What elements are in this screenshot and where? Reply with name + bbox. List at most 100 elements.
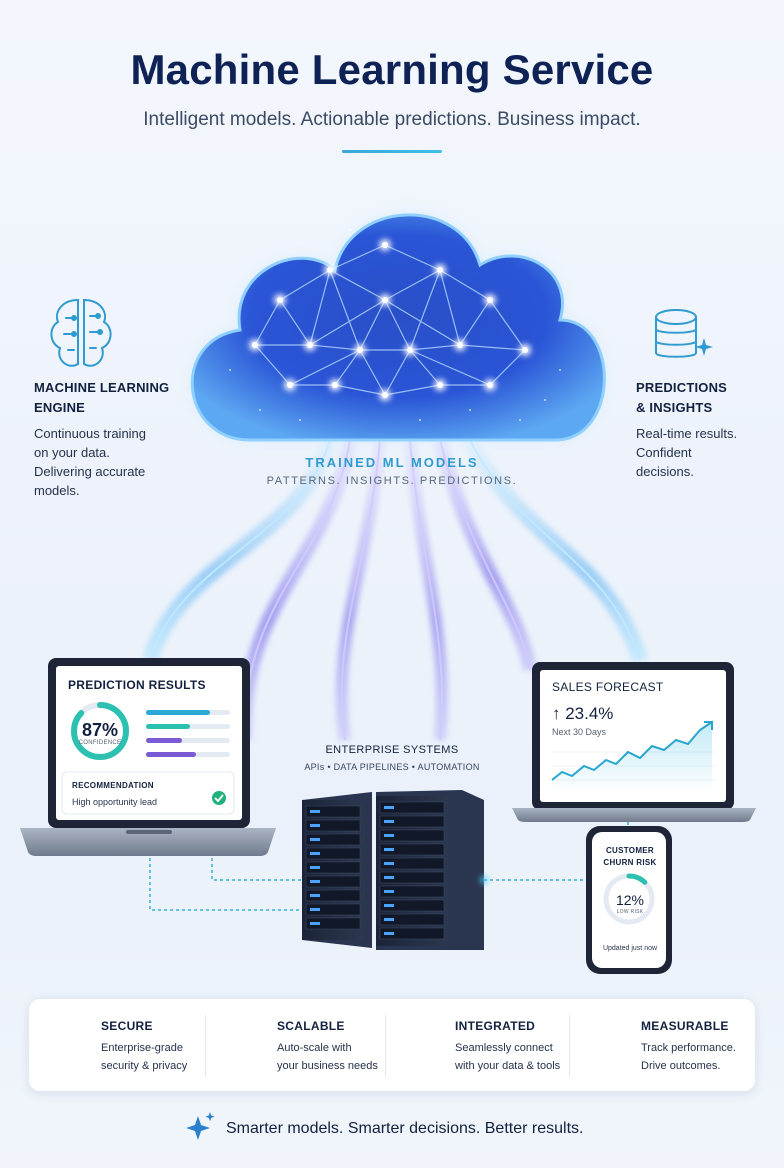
footer-tagline: Smarter models. Smarter decisions. Bette… — [226, 1120, 584, 1137]
cloud-subtitle: PATTERNS. INSIGHTS. PREDICTIONS. — [266, 475, 518, 487]
feature-text-line: Track performance. — [641, 1042, 736, 1054]
feature-integrated: INTEGRATED Seamlessly connect with your … — [387, 999, 569, 1093]
feature-text-line: Auto-scale with — [277, 1042, 352, 1054]
server-led — [310, 908, 320, 911]
server-led — [384, 932, 394, 935]
prediction-results-title: PREDICTION RESULTS — [68, 678, 206, 692]
recommendation-title: RECOMMENDATION — [72, 781, 154, 790]
predictions-text-line: decisions. — [636, 464, 694, 479]
confidence-gauge — [71, 702, 129, 760]
enterprise-title: ENTERPRISE SYSTEMS — [325, 744, 459, 756]
server-slot — [305, 819, 361, 832]
server-led — [310, 880, 320, 883]
enterprise-subtitle: APIs • DATA PIPELINES • AUTOMATION — [304, 762, 480, 772]
ml-engine-title-line2: ENGINE — [34, 400, 86, 415]
server-slot — [379, 829, 445, 842]
server-led — [310, 824, 320, 827]
ml-engine-panel: MACHINE LEARNING ENGINE Continuous train… — [34, 378, 184, 500]
brain-circuit-icon — [50, 298, 112, 367]
feature-title: SCALABLE — [277, 1019, 345, 1033]
dashed-connectors — [149, 822, 629, 911]
churn-title-line2: CHURN RISK — [603, 858, 657, 867]
feature-secure: SECURE Enterprise-grade security & priva… — [29, 999, 207, 1093]
server-slot — [379, 815, 445, 828]
server-led — [310, 866, 320, 869]
feature-measurable: MEASURABLE Track performance. Drive outc… — [571, 999, 755, 1093]
sales-forecast-title: SALES FORECAST — [552, 680, 664, 694]
recommendation-text: High opportunity lead — [72, 797, 158, 807]
data-streams — [142, 436, 648, 741]
server-led — [310, 922, 320, 925]
ml-engine-title-line1: MACHINE LEARNING — [34, 380, 170, 395]
feature-title: SECURE — [101, 1019, 153, 1033]
churn-label: LOW RISK — [616, 909, 644, 915]
page-title: Machine Learning Service — [130, 46, 654, 93]
server-led — [384, 848, 394, 851]
sales-forecast-value: ↑ 23.4% — [552, 704, 614, 723]
predictions-panel: PREDICTIONS & INSIGHTS Real-time results… — [636, 378, 766, 481]
predictions-text-line: Confident — [636, 445, 692, 460]
server-led — [310, 894, 320, 897]
feature-text-line: Seamlessly connect — [455, 1042, 553, 1054]
churn-title-line1: CUSTOMER — [605, 846, 655, 855]
ml-engine-text-line: Continuous training — [34, 426, 147, 441]
feature-divider — [385, 1015, 386, 1077]
server-slot — [305, 805, 361, 818]
sparkle-icon — [186, 1112, 215, 1140]
server-slot — [379, 801, 445, 814]
smartphone — [586, 826, 672, 974]
server-slot — [305, 833, 361, 846]
feature-title: MEASURABLE — [641, 1019, 729, 1033]
confidence-value: 87% — [81, 720, 119, 740]
check-icon — [212, 791, 226, 805]
churn-updated: Updated just now — [602, 945, 658, 952]
feature-text-line: Enterprise-grade — [101, 1042, 183, 1054]
predictions-title-line1: PREDICTIONS — [636, 380, 728, 395]
server-slot — [305, 847, 361, 860]
feature-text-line: security & privacy — [101, 1060, 188, 1072]
title-divider — [342, 150, 442, 153]
server-slot — [379, 871, 445, 884]
server-led — [384, 820, 394, 823]
predictions-title-line2: & INSIGHTS — [636, 400, 713, 415]
server-led — [384, 876, 394, 879]
server-slot — [305, 917, 361, 930]
ml-engine-text-line: on your data. — [34, 445, 110, 460]
server-slot — [379, 913, 445, 926]
cloud-title: TRAINED ML MODELS — [305, 455, 479, 470]
result-bars — [146, 710, 230, 757]
server-led — [384, 904, 394, 907]
ml-engine-text-line: models. — [34, 483, 80, 498]
server-led — [310, 838, 320, 841]
server-slot — [379, 857, 445, 870]
server-led — [310, 852, 320, 855]
server-slot — [305, 889, 361, 902]
server-led — [384, 918, 394, 921]
server-led — [384, 890, 394, 893]
feature-text-line: Drive outcomes. — [641, 1060, 721, 1072]
server-slot — [305, 875, 361, 888]
page-subtitle: Intelligent models. Actionable predictio… — [143, 109, 641, 130]
feature-text-line: your business needs — [277, 1060, 378, 1072]
ml-engine-text-line: Delivering accurate — [34, 464, 146, 479]
feature-scalable: SCALABLE Auto-scale with your business n… — [207, 999, 385, 1093]
recommendation-card — [61, 771, 235, 815]
enterprise-servers — [302, 790, 484, 950]
churn-value: 12% — [615, 892, 645, 908]
server-slot — [379, 843, 445, 856]
ml-cloud — [190, 213, 606, 442]
sales-forecast-chart — [551, 721, 716, 790]
feature-divider — [569, 1015, 570, 1077]
features-panel: SECURE Enterprise-grade security & priva… — [28, 998, 756, 1092]
server-slot — [305, 861, 361, 874]
server-led — [384, 834, 394, 837]
sales-forecast-period: Next 30 Days — [552, 727, 607, 737]
server-led — [384, 862, 394, 865]
server-slot — [379, 885, 445, 898]
feature-divider — [205, 1015, 206, 1077]
server-led — [384, 806, 394, 809]
predictions-text-line: Real-time results. — [636, 426, 738, 441]
server-led — [310, 810, 320, 813]
server-slot — [379, 927, 445, 940]
